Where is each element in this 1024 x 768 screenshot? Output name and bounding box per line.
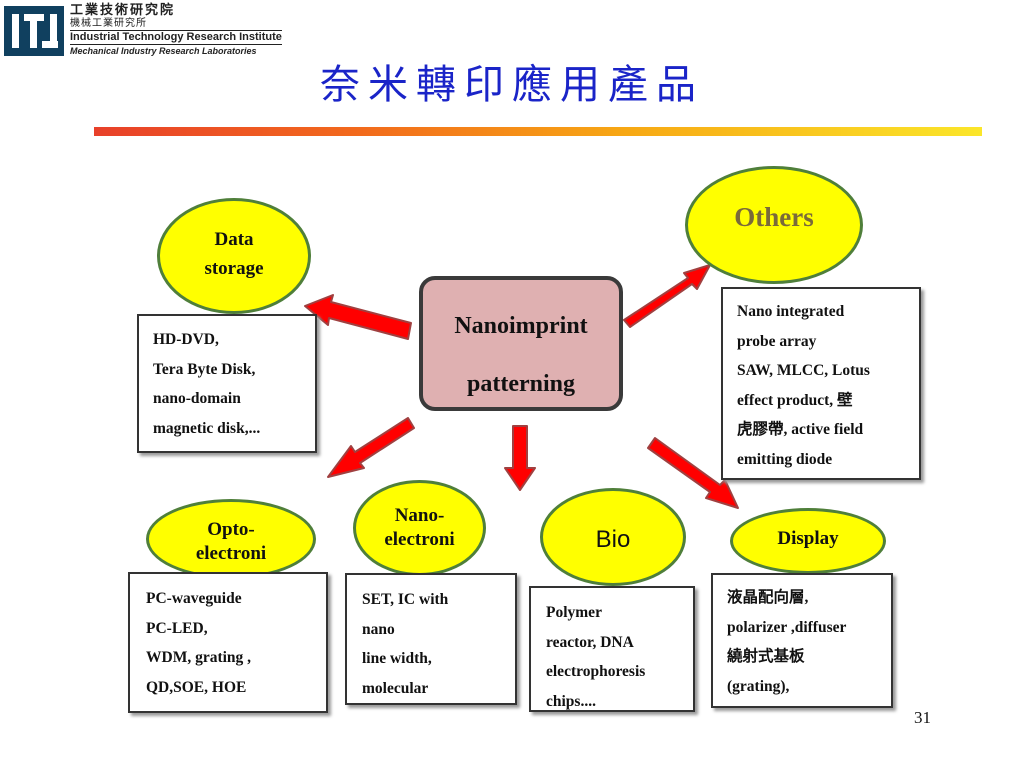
box-nano-electronics: SET, IC with nano line width, molecular: [345, 573, 517, 705]
list-item: 繞射式基板: [727, 648, 805, 665]
list-item: probe array: [737, 332, 817, 350]
list-item: magnetic disk,...: [153, 419, 261, 437]
center-line2: patterning: [467, 371, 575, 397]
list-item: 虎膠帶, active field: [737, 421, 864, 438]
box-display: 液晶配向層, polarizer ,diffuser 繞射式基板 (gratin…: [711, 573, 893, 708]
node-opto-electronics: Opto- electroni: [146, 499, 316, 579]
list-item: nano-domain: [153, 390, 241, 407]
arrow-to-data-storage: [304, 294, 412, 340]
list-item: emitting diode: [737, 450, 833, 468]
list-item: Tera Byte Disk,: [153, 360, 256, 378]
box-opto-electronics: PC-waveguide PC-LED, WDM, grating , QD,S…: [128, 572, 328, 713]
node-bio: Bio: [540, 488, 686, 586]
lab-name-en: Mechanical Industry Research Laboratorie…: [70, 46, 257, 56]
org-name-cn: 工業技術研究院: [70, 2, 176, 17]
list-item: electrophoresis: [546, 663, 646, 680]
data-storage-line2: storage: [204, 258, 264, 279]
itri-logo: [4, 6, 64, 56]
title-underline-bar: [94, 127, 982, 136]
list-item: SET, IC with: [362, 591, 449, 608]
slide-title: 奈米轉印應用產品: [320, 62, 704, 108]
arrow-to-display: [647, 437, 739, 509]
others-label: Others: [734, 202, 814, 232]
list-item: chips....: [546, 692, 596, 710]
list-item: reactor, DNA: [546, 633, 634, 651]
nano-line2: electroni: [384, 529, 455, 550]
box-data-storage: HD-DVD, Tera Byte Disk, nano-domain magn…: [137, 314, 317, 453]
list-item: WDM, grating ,: [146, 649, 252, 666]
list-item: effect product, 壁: [737, 391, 853, 409]
node-data-storage: Data storage: [157, 198, 311, 314]
list-item: (grating),: [727, 677, 790, 695]
arrow-to-opto: [327, 417, 415, 478]
arrow-to-others: [623, 264, 711, 328]
display-label: Display: [777, 528, 839, 549]
list-item: SAW, MLCC, Lotus: [737, 362, 870, 379]
nano-line1: Nano-: [394, 505, 445, 526]
center-node-nanoimprint: Nanoimprint patterning: [419, 276, 623, 411]
list-item: 液晶配向層,: [727, 589, 809, 606]
organization-header: 工業技術研究院 機械工業研究所 Industrial Technology Re…: [70, 2, 282, 57]
list-item: PC-waveguide: [146, 590, 242, 607]
opto-line1: Opto-: [207, 519, 255, 540]
bio-label: Bio: [595, 526, 631, 553]
box-bio: Polymer reactor, DNA electrophoresis chi…: [529, 586, 695, 712]
list-item: polarizer ,diffuser: [727, 618, 847, 636]
lab-name-cn: 機械工業研究所: [70, 18, 147, 29]
list-item: line width,: [362, 650, 432, 667]
list-item: Nano integrated: [737, 303, 845, 320]
node-display: Display: [730, 508, 886, 574]
list-item: HD-DVD,: [153, 331, 219, 348]
page-number: 31: [914, 708, 931, 727]
node-nano-electronics: Nano- electroni: [353, 480, 486, 576]
center-line1: Nanoimprint: [454, 313, 588, 339]
list-item: nano: [362, 620, 395, 638]
org-name-en: Industrial Technology Research Institute: [70, 30, 282, 45]
list-item: QD,SOE, HOE: [146, 678, 247, 696]
data-storage-line1: Data: [214, 229, 254, 250]
node-others: Others: [685, 166, 863, 284]
box-others: Nano integrated probe array SAW, MLCC, L…: [721, 287, 921, 480]
list-item: PC-LED,: [146, 619, 208, 637]
list-item: Polymer: [546, 604, 602, 621]
opto-line2: electroni: [195, 543, 267, 564]
arrow-to-nano: [504, 425, 536, 491]
list-item: molecular: [362, 679, 429, 697]
